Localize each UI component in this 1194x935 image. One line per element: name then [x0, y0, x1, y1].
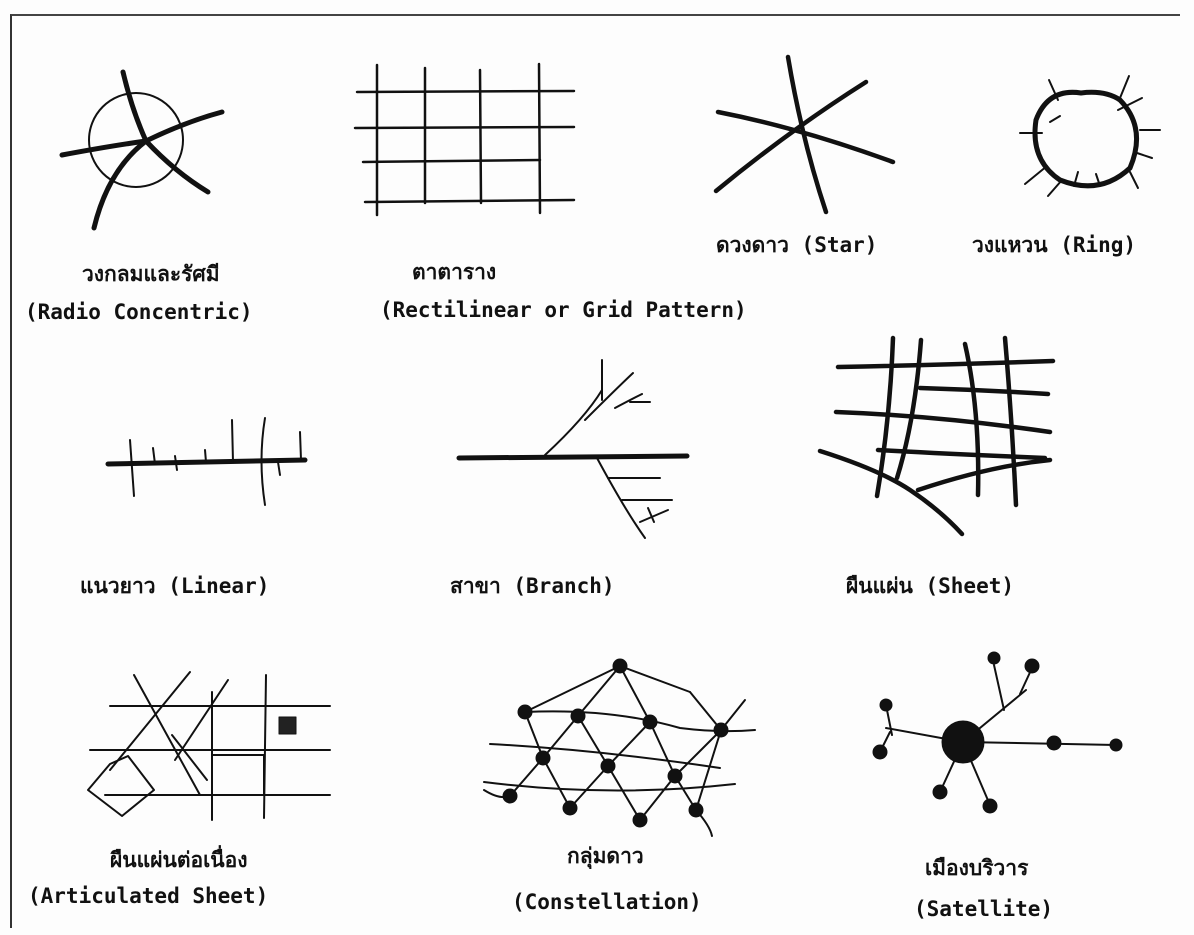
ring-label: วงแหวน (Ring)	[972, 233, 1137, 257]
linear-sketch	[105, 417, 308, 506]
sheet-sketch	[817, 335, 1056, 537]
grid-thai-label: ตาตาราง	[412, 260, 497, 284]
grid-english-label: (Rectilinear or Grid Pattern)	[380, 298, 747, 322]
satellite-thai-label: เมืองบริวาร	[925, 856, 1029, 880]
branch-sketch	[456, 359, 690, 539]
satellite-sketch	[872, 651, 1123, 814]
star-sketch	[713, 54, 896, 215]
constellation-sketch	[483, 658, 756, 837]
sheet-label: ผืนแผ่น (Sheet)	[846, 574, 1014, 598]
branch-label: สาขา (Branch)	[450, 574, 615, 598]
constellation-thai-label: กลุ่มดาว	[567, 844, 644, 868]
figure-frame	[10, 14, 1180, 928]
linear-label: แนวยาว (Linear)	[80, 574, 270, 598]
radio-english-label: (Radio Concentric)	[25, 300, 253, 324]
articulated-sheet-sketch	[87, 671, 331, 821]
constellation-english-label: (Constellation)	[512, 890, 702, 914]
star-label: ดวงดาว (Star)	[716, 233, 878, 257]
ring-sketch	[1019, 75, 1161, 197]
satellite-english-label: (Satellite)	[914, 897, 1054, 921]
radio-concentric-sketch	[59, 69, 225, 231]
articulated-thai-label: ผืนแผ่นต่อเนื่อง	[110, 848, 248, 872]
radio-thai-label: วงกลมและรัศมี	[82, 262, 220, 286]
grid-pattern-sketch	[353, 62, 576, 217]
articulated-english-label: (Articulated Sheet)	[28, 884, 269, 908]
